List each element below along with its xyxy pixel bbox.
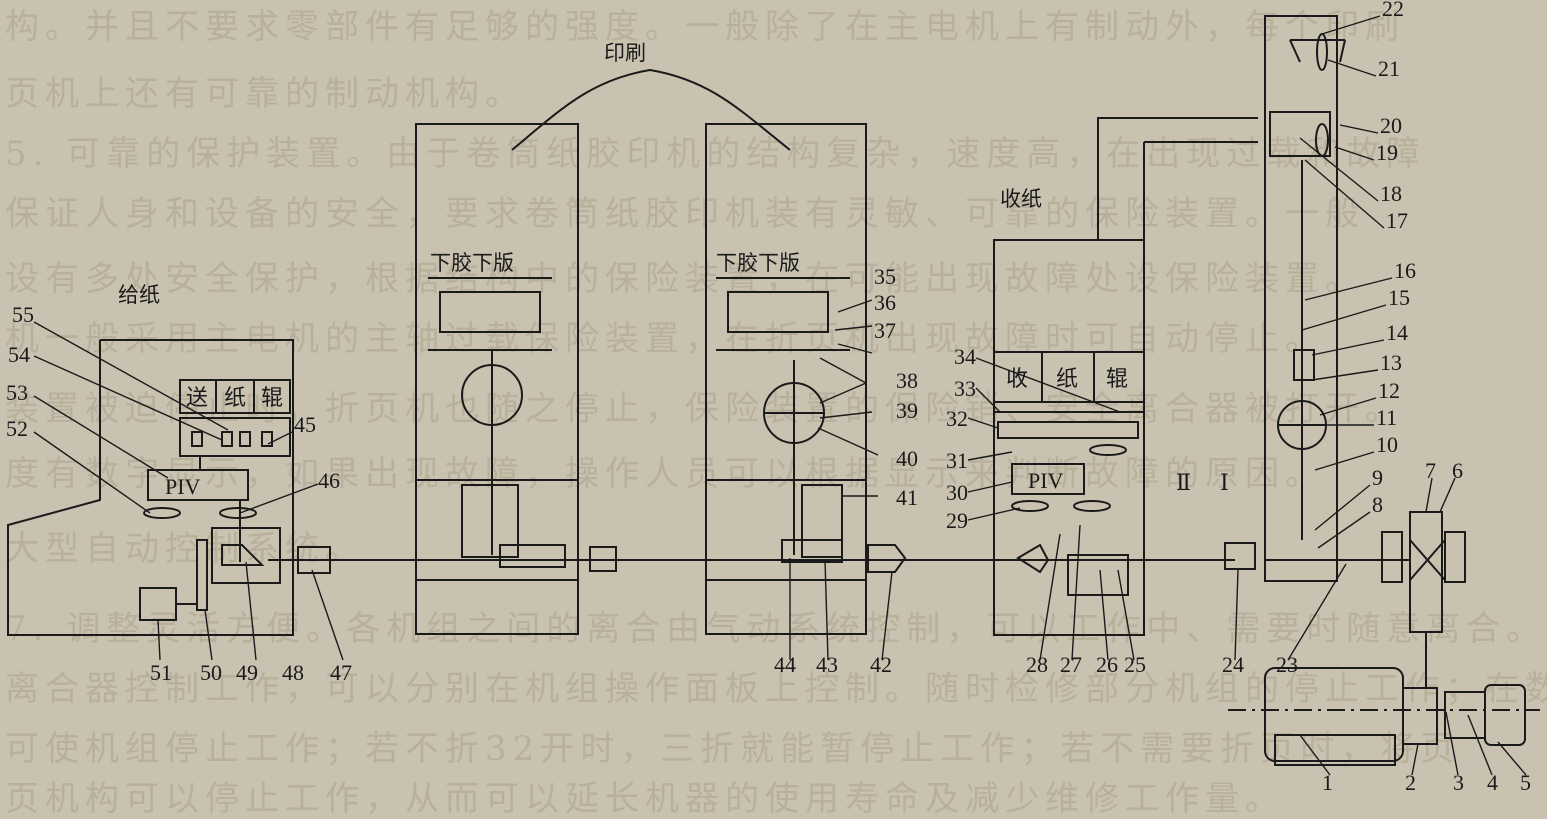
- label-delivery: 收纸: [1000, 187, 1042, 211]
- bg-line: 可使机组停止工作；若不折32开时，三折就能暂停止工作；若不需要折页时，将页: [5, 729, 1460, 769]
- callout-20: 20: [1380, 113, 1402, 138]
- callout-50: 50: [200, 660, 222, 685]
- callout-14: 14: [1386, 320, 1408, 345]
- piv-label: PIV: [165, 474, 201, 499]
- callout-52: 52: [6, 416, 28, 441]
- callout-54: 54: [8, 342, 30, 367]
- callout-47: 47: [330, 660, 352, 685]
- coupling: [589, 546, 617, 572]
- callout-49: 49: [236, 660, 258, 685]
- feed-roller-char: 辊: [261, 386, 283, 411]
- delivery-roller-char: 纸: [1056, 367, 1078, 392]
- diagram-lines: [7, 15, 1540, 776]
- callout-18: 18: [1380, 181, 1402, 206]
- callout-32: 32: [946, 406, 968, 431]
- callout-44: 44: [774, 652, 796, 677]
- callout-19: 19: [1376, 140, 1398, 165]
- callout-48: 48: [282, 660, 304, 685]
- callout-31: 31: [946, 448, 968, 473]
- feed-roller-char: 纸: [224, 386, 246, 411]
- callout-42: 42: [870, 652, 892, 677]
- callout-10: 10: [1376, 432, 1398, 457]
- shaft-label-ii: Ⅱ: [1176, 470, 1191, 495]
- bg-line: 5. 可靠的保护装置。由于卷筒纸胶印机的结构复杂，速度高，在出现过载和故障: [5, 134, 1426, 174]
- callout-43: 43: [816, 652, 838, 677]
- feeding-unit: [7, 339, 294, 636]
- drive-motor: [1228, 667, 1540, 766]
- callout-2: 2: [1405, 770, 1416, 795]
- delivery-roller-char: 收: [1006, 367, 1028, 392]
- callout-37: 37: [874, 318, 896, 343]
- callout-46: 46: [318, 468, 340, 493]
- callout-45: 45: [294, 412, 316, 437]
- callout-4: 4: [1487, 770, 1498, 795]
- callout-22: 22: [1382, 0, 1404, 21]
- leader-lines: [33, 15, 1527, 776]
- printing-unit-2: [705, 123, 907, 635]
- callout-7: 7: [1425, 458, 1436, 483]
- callout-11: 11: [1376, 405, 1397, 430]
- callout-24: 24: [1222, 652, 1244, 677]
- coupling: [1224, 542, 1256, 570]
- callout-38: 38: [896, 368, 918, 393]
- callout-9: 9: [1372, 465, 1383, 490]
- callout-53: 53: [6, 380, 28, 405]
- callout-34: 34: [954, 344, 976, 369]
- delivery-unit: [993, 117, 1258, 636]
- bg-line: 度有数字显示，如果出现故障，操作人员可以根据显示来判断故障的原因。: [5, 454, 1325, 494]
- callout-21: 21: [1378, 56, 1400, 81]
- callout-33: 33: [954, 376, 976, 401]
- callout-25: 25: [1124, 652, 1146, 677]
- label-blanket-plate-1: 下胶下版: [430, 251, 514, 275]
- callout-17: 17: [1386, 208, 1408, 233]
- label-printing: 印刷: [604, 41, 646, 65]
- callout-6: 6: [1452, 458, 1463, 483]
- bg-line: 构。并且不要求零部件有足够的强度。一般除了在主电机上有制动外，每个印刷: [5, 7, 1405, 47]
- delivery-roller-char: 辊: [1106, 367, 1128, 392]
- coupling: [297, 546, 331, 574]
- bg-line: 7. 调整灵活方便。各机组之间的离合由气动系统控制，可以工作中、需要时随意离合。: [5, 609, 1546, 649]
- callout-8: 8: [1372, 492, 1383, 517]
- label-feeding: 给纸: [118, 283, 160, 307]
- bg-line: 页机构可以停止工作，从而可以延长机器的使用寿命及减少维修工作量。: [5, 779, 1285, 814]
- bg-line: 页机上还有可靠的制动机构。: [5, 74, 525, 114]
- bg-line: 保证人身和设备的安全，要求卷筒纸胶印机装有灵敏、可靠的保险装置。一般: [5, 194, 1365, 234]
- folder-unit: [1264, 15, 1466, 688]
- callout-23: 23: [1276, 652, 1298, 677]
- bg-line: 离合器控制工作，可以分别在机组操作面板上控制。随时检修部分机组的停止工作；在数字: [5, 669, 1547, 709]
- printing-unit-1: [415, 123, 579, 635]
- callout-5: 5: [1520, 770, 1531, 795]
- callout-16: 16: [1394, 258, 1416, 283]
- background-text: 构。并且不要求零部件有足够的强度。一般除了在主电机上有制动外，每个印刷 页机上还…: [5, 7, 1547, 819]
- callout-26: 26: [1096, 652, 1118, 677]
- callout-30: 30: [946, 480, 968, 505]
- callout-36: 36: [874, 290, 896, 315]
- callout-40: 40: [896, 446, 918, 471]
- callout-29: 29: [946, 508, 968, 533]
- callout-27: 27: [1060, 652, 1082, 677]
- callout-3: 3: [1453, 770, 1464, 795]
- section-labels: 印刷 给纸 收纸 下胶下版 下胶下版 送 纸 辊 收 纸 辊 PIV PIV Ⅱ…: [118, 41, 1229, 499]
- callout-35: 35: [874, 264, 896, 289]
- callout-51: 51: [150, 660, 172, 685]
- shaft-label-i: Ⅰ: [1220, 470, 1229, 495]
- bg-line: 装置被迫停止时，折页机也随之停止，保险装置的保险销、安全离合器被打开。: [5, 389, 1405, 429]
- label-blanket-plate-2: 下胶下版: [716, 251, 800, 275]
- callout-12: 12: [1378, 378, 1400, 403]
- callout-13: 13: [1380, 350, 1402, 375]
- feed-roller-char: 送: [186, 386, 208, 411]
- bg-line: 设有多处安全保护，根据结构中的保险装置，在可能出现故障处设保险装置。: [5, 259, 1365, 299]
- callout-15: 15: [1388, 285, 1410, 310]
- piv-label: PIV: [1028, 468, 1064, 493]
- callout-numbers: 1 2 3 4 5 6 7 8 9 10 11 12 13 14 15 16 1…: [6, 0, 1531, 795]
- bg-line: 大型自动控制系统。: [5, 529, 365, 569]
- callout-1: 1: [1322, 770, 1333, 795]
- callout-39: 39: [896, 398, 918, 423]
- callout-28: 28: [1026, 652, 1048, 677]
- callout-41: 41: [896, 485, 918, 510]
- callout-55: 55: [12, 302, 34, 327]
- printing-brace: [511, 68, 791, 151]
